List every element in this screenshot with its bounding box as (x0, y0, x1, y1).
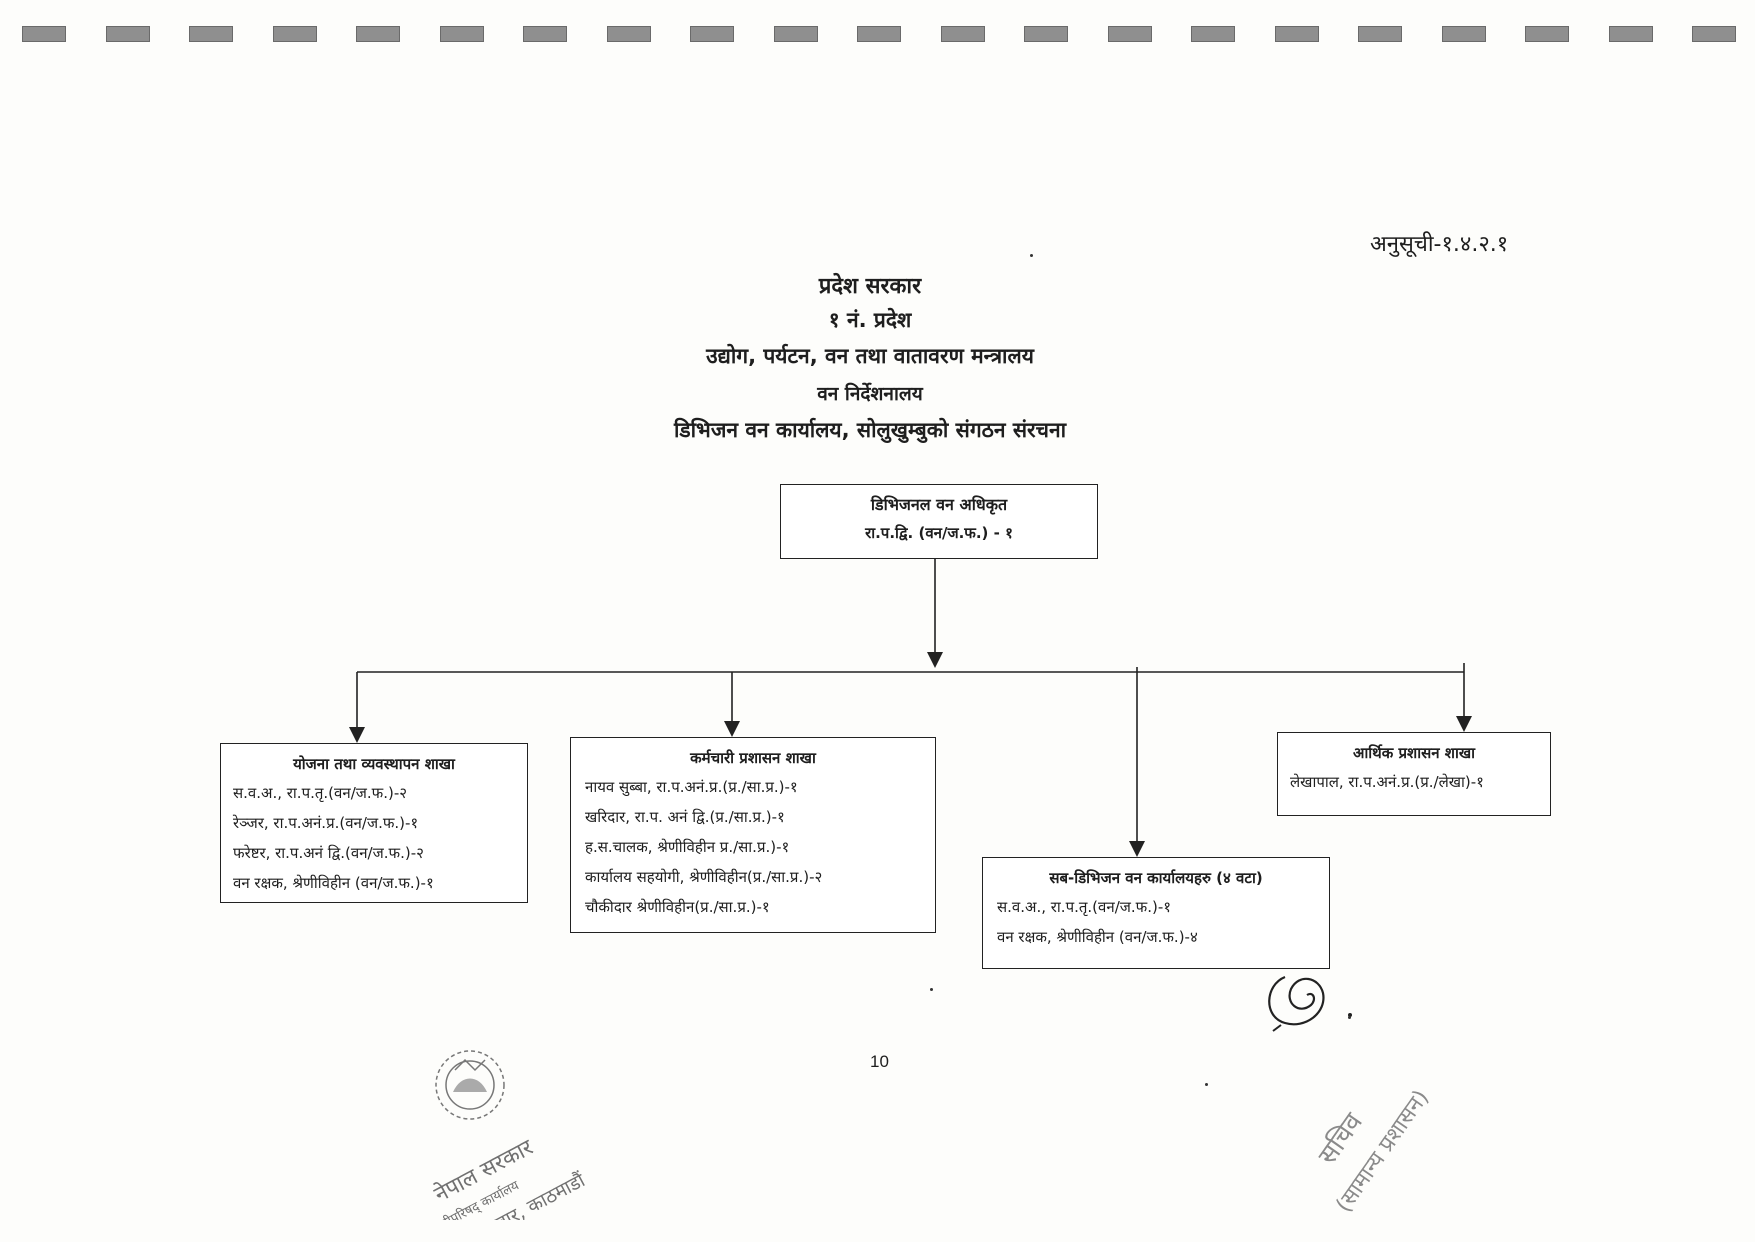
branch-title: आर्थिक प्रशासन शाखा (1352, 744, 1476, 762)
government-seal-stamp: नेपाल सरकार मन्त्रीपरिषद् कार्यालय सिंहद… (428, 1050, 590, 1220)
heading-directorate: वन निर्देशनालय (817, 383, 923, 405)
branch-planning-management: योजना तथा व्यवस्थापन शाखा स.व.अ., रा.प.त… (220, 743, 528, 903)
post-line: फरेष्टर, रा.प.अनं द्वि.(वन/ज.फ.)-२ (233, 844, 424, 862)
top-node-post: रा.प.द्वि. (वन/ज.फ.) - १ (865, 524, 1013, 542)
heading-province-number: १ नं. प्रदेश (828, 308, 912, 332)
page-number: 10 (870, 1052, 889, 1071)
heading-provincial-government: प्रदेश सरकार (818, 274, 922, 299)
dash-segment (1525, 26, 1569, 42)
branch-title: योजना तथा व्यवस्थापन शाखा (293, 755, 455, 773)
post-line: वन रक्षक, श्रेणीविहीन (वन/ज.फ.)-१ (233, 874, 434, 892)
dash-segment (1608, 26, 1653, 42)
post-line: लेखापाल, रा.प.अनं.प्र.(प्र./लेखा)-१ (1290, 773, 1484, 791)
dash-segment (439, 26, 484, 42)
dash-segment (606, 26, 651, 42)
post-line: स.व.अ., रा.प.तृ.(वन/ज.फ.)-२ (233, 784, 408, 802)
top-dash-strip (22, 26, 1755, 44)
dash-segment (1441, 26, 1486, 42)
scan-speck (1348, 1016, 1351, 1019)
top-node-divisional-forest-officer: डिभिजनल वन अधिकृत रा.प.द्वि. (वन/ज.फ.) -… (780, 484, 1098, 559)
dash-segment (857, 26, 901, 42)
emblem-icon (435, 1050, 505, 1120)
dash-segment (1024, 26, 1068, 42)
post-line: ह.स.चालक, श्रेणीविहीन प्र./सा.प्र.)-१ (585, 838, 790, 856)
branch-sub-division-offices: सब-डिभिजन वन कार्यालयहरु (४ वटा) स.व.अ.,… (982, 857, 1330, 969)
dash-segment (105, 26, 150, 42)
post-line: खरिदार, रा.प. अनं द्वि.(प्र./सा.प्र.)-१ (585, 808, 785, 826)
dash-segment (773, 26, 818, 42)
scan-speck (1205, 1083, 1208, 1086)
post-line: स.व.अ., रा.प.तृ.(वन/ज.फ.)-१ (997, 898, 1172, 916)
post-line: चौकीदार श्रेणीविहीन(प्र./सा.प्र.)-१ (585, 898, 770, 916)
annex-label: अनुसूची-१.४.२.१ (1370, 232, 1509, 257)
dash-segment (1692, 26, 1736, 42)
dash-segment (940, 26, 985, 42)
scan-speck (1030, 254, 1033, 257)
dash-segment (22, 26, 66, 42)
dash-segment (1107, 26, 1152, 42)
post-line: नायव सुब्बा, रा.प.अनं.प्र.(प्र./सा.प्र.)… (585, 778, 798, 796)
heading-organization-structure: डिभिजन वन कार्यालय, सोलुखुम्बुको संगठन स… (673, 418, 1067, 442)
post-line: वन रक्षक, श्रेणीविहीन (वन/ज.फ.)-४ (997, 928, 1198, 946)
branch-financial-administration: आर्थिक प्रशासन शाखा लेखापाल, रा.प.अनं.प्… (1277, 732, 1551, 816)
scan-speck (930, 988, 933, 991)
post-line: रेञ्जर, रा.प.अनं.प्र.(वन/ज.फ.)-१ (233, 814, 419, 832)
secretary-stamp: सचिव (सामान्य प्रशासन) (1312, 1086, 1434, 1218)
post-line: कार्यालय सहयोगी, श्रेणीविहीन(प्र./सा.प्र… (585, 868, 823, 886)
dash-segment (272, 26, 317, 42)
dash-segment (1358, 26, 1402, 42)
dash-segment (690, 26, 734, 42)
top-node-title: डिभिजनल वन अधिकृत (870, 495, 1008, 514)
dash-segment (356, 26, 400, 42)
dash-segment (523, 26, 567, 42)
branch-staff-administration: कर्मचारी प्रशासन शाखा नायव सुब्बा, रा.प.… (570, 737, 936, 933)
dash-segment (189, 26, 233, 42)
branch-title: कर्मचारी प्रशासन शाखा (690, 749, 816, 767)
heading-ministry: उद्योग, पर्यटन, वन तथा वातावरण मन्त्रालय (706, 344, 1034, 368)
dash-segment (1274, 26, 1319, 42)
branch-title: सब-डिभिजन वन कार्यालयहरु (४ वटा) (1049, 869, 1263, 887)
dash-segment (1191, 26, 1235, 42)
